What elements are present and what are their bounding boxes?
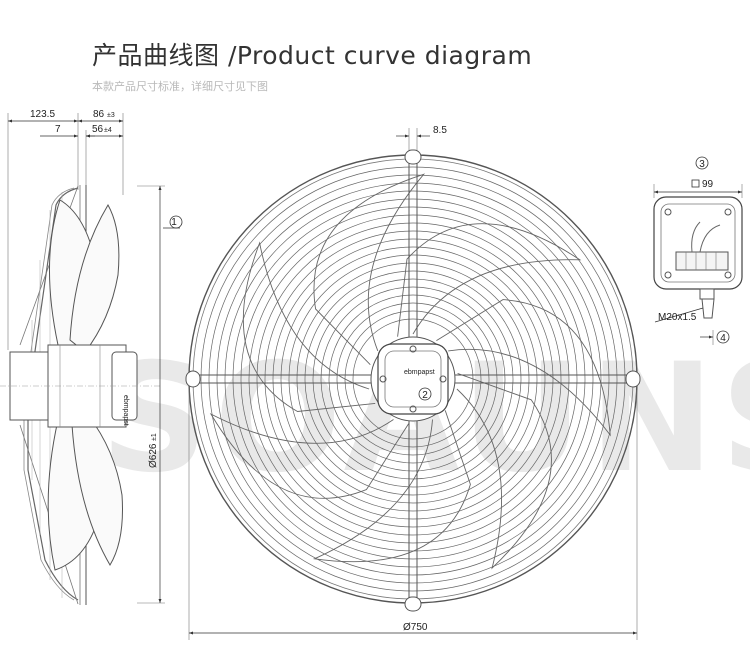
guard-ring <box>312 278 514 480</box>
dim-626: Ø626 <box>148 443 159 468</box>
guard-ring <box>264 230 562 528</box>
guard-ring <box>336 302 490 456</box>
fan-blade <box>436 299 611 437</box>
header: 产品曲线图 /Product curve diagram 本款产品尺寸标准，详细… <box>92 36 532 94</box>
fan-blade <box>242 241 376 412</box>
guard-ring <box>256 222 570 536</box>
callout-4: 4 <box>720 333 726 344</box>
guard-ring <box>288 254 538 504</box>
dim-8-5: 8.5 <box>433 125 447 136</box>
guard-ring <box>320 286 506 472</box>
guard-ring <box>200 166 626 592</box>
dim-7: 7 <box>55 124 61 135</box>
guard-ring <box>248 214 578 544</box>
fan-blade <box>313 173 426 366</box>
callout-1: 1 <box>171 217 177 228</box>
motor-label-side: ebmpapst <box>122 395 129 426</box>
dim-99: 99 <box>702 179 714 190</box>
guard-ring <box>328 294 498 464</box>
fan-blade <box>209 412 409 499</box>
guard-ring <box>304 270 522 488</box>
callout-3: 3 <box>699 159 705 170</box>
side-view <box>0 113 183 605</box>
dim-56: 56 <box>92 124 104 135</box>
thread-label: M20x1.5 <box>658 312 697 323</box>
terminal-box <box>653 156 743 345</box>
fan-blade <box>397 223 582 337</box>
dim-626-tol: ±1 <box>151 433 158 441</box>
front-view <box>185 128 641 640</box>
guard-ring <box>272 238 554 520</box>
dim-86: 86 <box>93 109 105 120</box>
guard-ring <box>224 190 602 568</box>
dim-56-tol: ±4 <box>104 127 112 134</box>
guard-ring <box>296 262 530 496</box>
hub-label: ebmpapst <box>404 369 435 376</box>
page-subtitle: 本款产品尺寸标准，详细尺寸见下图 <box>92 80 268 93</box>
callout-2: 2 <box>422 390 428 401</box>
page-title: 产品曲线图 /Product curve diagram <box>92 41 533 70</box>
dim-750: Ø750 <box>403 622 428 633</box>
guard-ring <box>232 198 594 560</box>
guard-ring <box>280 246 546 512</box>
fan-blade <box>312 410 471 563</box>
dim-86-tol: ±3 <box>107 112 115 119</box>
guard-ring <box>208 174 618 584</box>
fan-blade <box>456 372 552 570</box>
guard-ring <box>216 182 610 576</box>
dim-123-5: 123.5 <box>30 109 55 120</box>
